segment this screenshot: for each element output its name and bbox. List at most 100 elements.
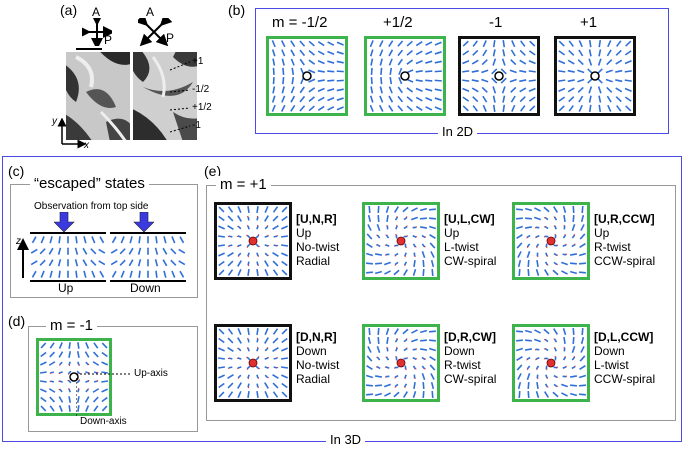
director-rod [384, 392, 391, 397]
director-rod [527, 382, 530, 389]
director-rod [162, 259, 168, 267]
nail-head [405, 338, 408, 340]
observation-note: Observation from top side [34, 201, 149, 212]
nail-head [556, 263, 559, 266]
director-rod [425, 88, 433, 92]
director-rod [256, 338, 259, 343]
director-rod [598, 40, 602, 48]
director-rod [535, 365, 540, 370]
director-rod [528, 50, 536, 56]
director-rod [91, 236, 96, 244]
director-rod [429, 242, 436, 249]
director-rod [615, 49, 622, 56]
director-rod [271, 49, 276, 57]
director-rod [85, 371, 90, 374]
director-rod [82, 247, 88, 255]
director-rod [411, 338, 418, 343]
director-rod [415, 50, 423, 56]
director-rod [462, 87, 470, 92]
director-rod [308, 59, 316, 65]
defect-label-3: -1 [192, 120, 201, 131]
director-rod [519, 59, 527, 65]
director-rod [554, 225, 557, 230]
state-code: [D,L,CCW] [594, 330, 654, 344]
director-rod [516, 330, 523, 333]
director-rod [434, 106, 442, 111]
director-rod [472, 49, 479, 56]
director-rod [93, 405, 99, 412]
director-rod [255, 234, 260, 239]
director-rod [492, 104, 496, 112]
director-rod [472, 105, 478, 112]
director-rod [422, 269, 425, 276]
director-rod [481, 69, 489, 74]
director-rod [255, 365, 260, 370]
director-rod [271, 40, 276, 48]
director-rod [138, 270, 141, 278]
director-rod [425, 70, 433, 73]
director-rod [366, 365, 373, 370]
director-rod [76, 351, 80, 358]
nail-head [79, 372, 81, 375]
director-rod [398, 67, 403, 75]
director-rod [163, 236, 167, 244]
director-rod [544, 225, 549, 230]
e-field-0 [214, 202, 292, 280]
director-rod [92, 388, 100, 393]
director-rod [367, 214, 372, 223]
director-rod [48, 247, 54, 255]
nail-head [266, 225, 269, 227]
director-rod [317, 60, 325, 65]
director-rod [544, 347, 549, 352]
director-rod [111, 270, 117, 278]
director-rod [110, 260, 118, 266]
director-rod [247, 216, 250, 221]
director-rod [415, 60, 423, 65]
director-rod [462, 60, 470, 65]
director-rod [411, 216, 418, 221]
director-rod [256, 225, 259, 230]
director-rod [171, 270, 176, 278]
director-rod [568, 105, 574, 112]
director-rod [571, 346, 576, 353]
polarizer-label-left: P [104, 33, 113, 47]
director-rod [528, 70, 536, 73]
director-rod [580, 346, 585, 353]
director-rod [588, 58, 593, 66]
director-rod [281, 269, 288, 276]
director-rod [327, 60, 335, 64]
director-rod [534, 207, 541, 212]
director-rod [299, 105, 306, 112]
nail-head [543, 216, 546, 219]
director-rod [39, 248, 46, 255]
director-rod [471, 87, 479, 93]
state-direction: Down [296, 344, 327, 358]
director-rod [520, 40, 526, 47]
director-rod [85, 361, 89, 366]
director-rod [128, 247, 134, 255]
director-rod [39, 259, 46, 266]
director-rod [369, 40, 374, 48]
e-text-1: [U,L,CW] Up L-twist CW-spiral [444, 212, 496, 268]
nail-head [87, 388, 89, 390]
director-rod [471, 59, 479, 65]
director-rod [462, 50, 470, 56]
director-rod [579, 355, 586, 362]
director-rod [579, 243, 586, 248]
director-rod [110, 248, 118, 254]
director-rod [406, 87, 414, 93]
director-rod [397, 40, 404, 47]
observation-arrows [54, 212, 154, 233]
director-rod [558, 96, 566, 102]
director-rod [101, 388, 108, 393]
director-rod [421, 234, 426, 239]
director-rod [597, 58, 602, 66]
director-rod [308, 105, 315, 112]
director-rod [579, 271, 586, 274]
director-rod [336, 41, 344, 46]
director-rod [562, 366, 567, 369]
director-rod [606, 59, 613, 66]
director-rod [462, 40, 469, 47]
director-rod [572, 328, 575, 335]
director-rod [299, 95, 306, 103]
